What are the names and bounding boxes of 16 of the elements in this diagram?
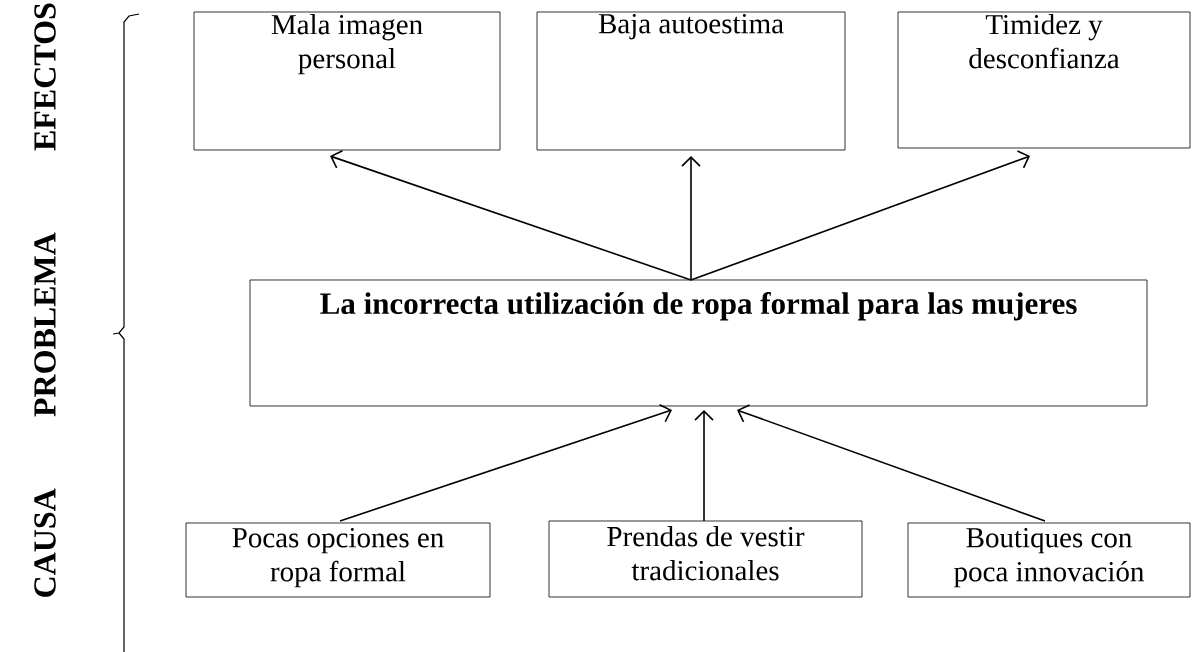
- arrow: [690, 150, 1030, 281]
- arrow: [694, 410, 714, 522]
- arrow: [737, 404, 1046, 522]
- effect-box: Baja autoestima: [536, 11, 846, 151]
- arrow: [681, 156, 701, 281]
- section-label: EFECTOS: [34, 3, 56, 151]
- section-label: PROBLEMA: [34, 232, 56, 417]
- cause-box: Prendas de vestir tradicionales: [548, 520, 863, 598]
- cause-box: Boutiques con poca innovación: [907, 522, 1191, 598]
- arrow: [339, 403, 672, 522]
- arrow: [330, 150, 692, 281]
- effect-box: Mala imagen personal: [193, 11, 501, 151]
- problem-box: La incorrecta utilización de ropa formal para las mujeres: [249, 279, 1148, 407]
- effect-box: Timidez y desconfianza: [897, 11, 1191, 149]
- section-label: CAUSA: [34, 488, 56, 597]
- cause-box: Pocas opciones en ropa formal: [185, 522, 491, 598]
